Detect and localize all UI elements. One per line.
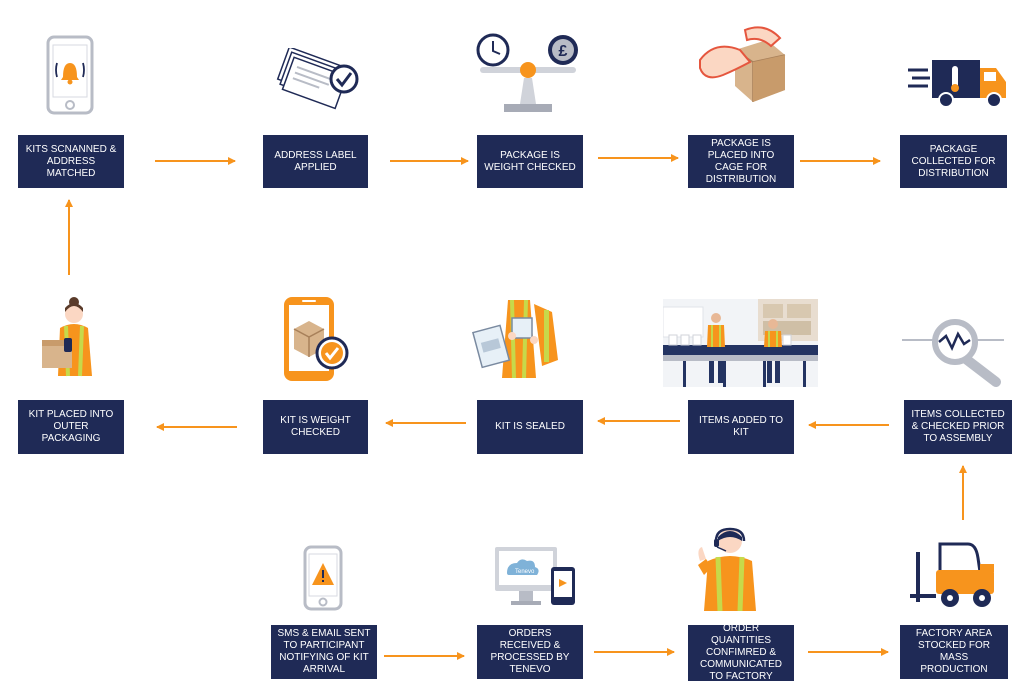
tenevo-brand-label: Tenevo	[515, 569, 535, 575]
step-items-collected-checked: ITEMS COLLECTED & CHECKED PRIOR TO ASSEM…	[904, 400, 1012, 454]
step-items-added: ITEMS ADDED TO KIT	[688, 400, 794, 454]
documents-check-icon	[276, 48, 359, 110]
forklift-icon	[910, 542, 994, 607]
step-kit-weight-checked: KIT IS WEIGHT CHECKED	[263, 400, 368, 454]
hands-box-icon	[699, 26, 786, 102]
phone-bell-icon	[46, 35, 94, 115]
step-package-weight-checked: PACKAGE IS WEIGHT CHECKED	[477, 135, 583, 188]
factory-line-photo	[663, 299, 818, 387]
phone-warning-icon	[303, 545, 343, 611]
computer-devices-icon: Tenevo	[495, 547, 575, 605]
step-orders-received: ORDERS RECEIVED & PROCESSED BY TENEVO	[477, 625, 583, 679]
scale-icon: £	[476, 33, 578, 112]
worker-box-icon	[42, 297, 92, 377]
step-package-collected: PACKAGE COLLECTED FOR DISTRIBUTION	[900, 135, 1007, 188]
step-factory-stocked: FACTORY AREA STOCKED FOR MASS PRODUCTION	[900, 625, 1008, 679]
call-center-operator-icon	[698, 527, 756, 611]
sealing-bag-icon	[472, 300, 558, 378]
step-sms-email-sent: SMS & EMAIL SENT TO PARTICIPANT NOTIFYIN…	[271, 625, 377, 679]
svg-text:£: £	[559, 43, 568, 60]
step-order-quantities-confirmed: ORDER QUANTITIES CONFIMRED & COMMUNICATE…	[688, 623, 794, 682]
step-kit-sealed: KIT IS SEALED	[477, 400, 583, 454]
delivery-truck-icon	[908, 60, 1006, 108]
phone-box-check-icon	[284, 297, 349, 381]
step-package-placed-cage: PACKAGE IS PLACED INTO CAGE FOR DISTRIBU…	[688, 135, 794, 188]
step-kit-outer-packaging: KIT PLACED INTO OUTER PACKAGING	[18, 400, 124, 454]
step-kits-scanned: KITS SCNANNED & ADDRESS MATCHED	[18, 135, 124, 188]
magnifier-chart-icon	[902, 319, 1004, 387]
step-address-label-applied: ADDRESS LABEL APPLIED	[263, 135, 368, 188]
